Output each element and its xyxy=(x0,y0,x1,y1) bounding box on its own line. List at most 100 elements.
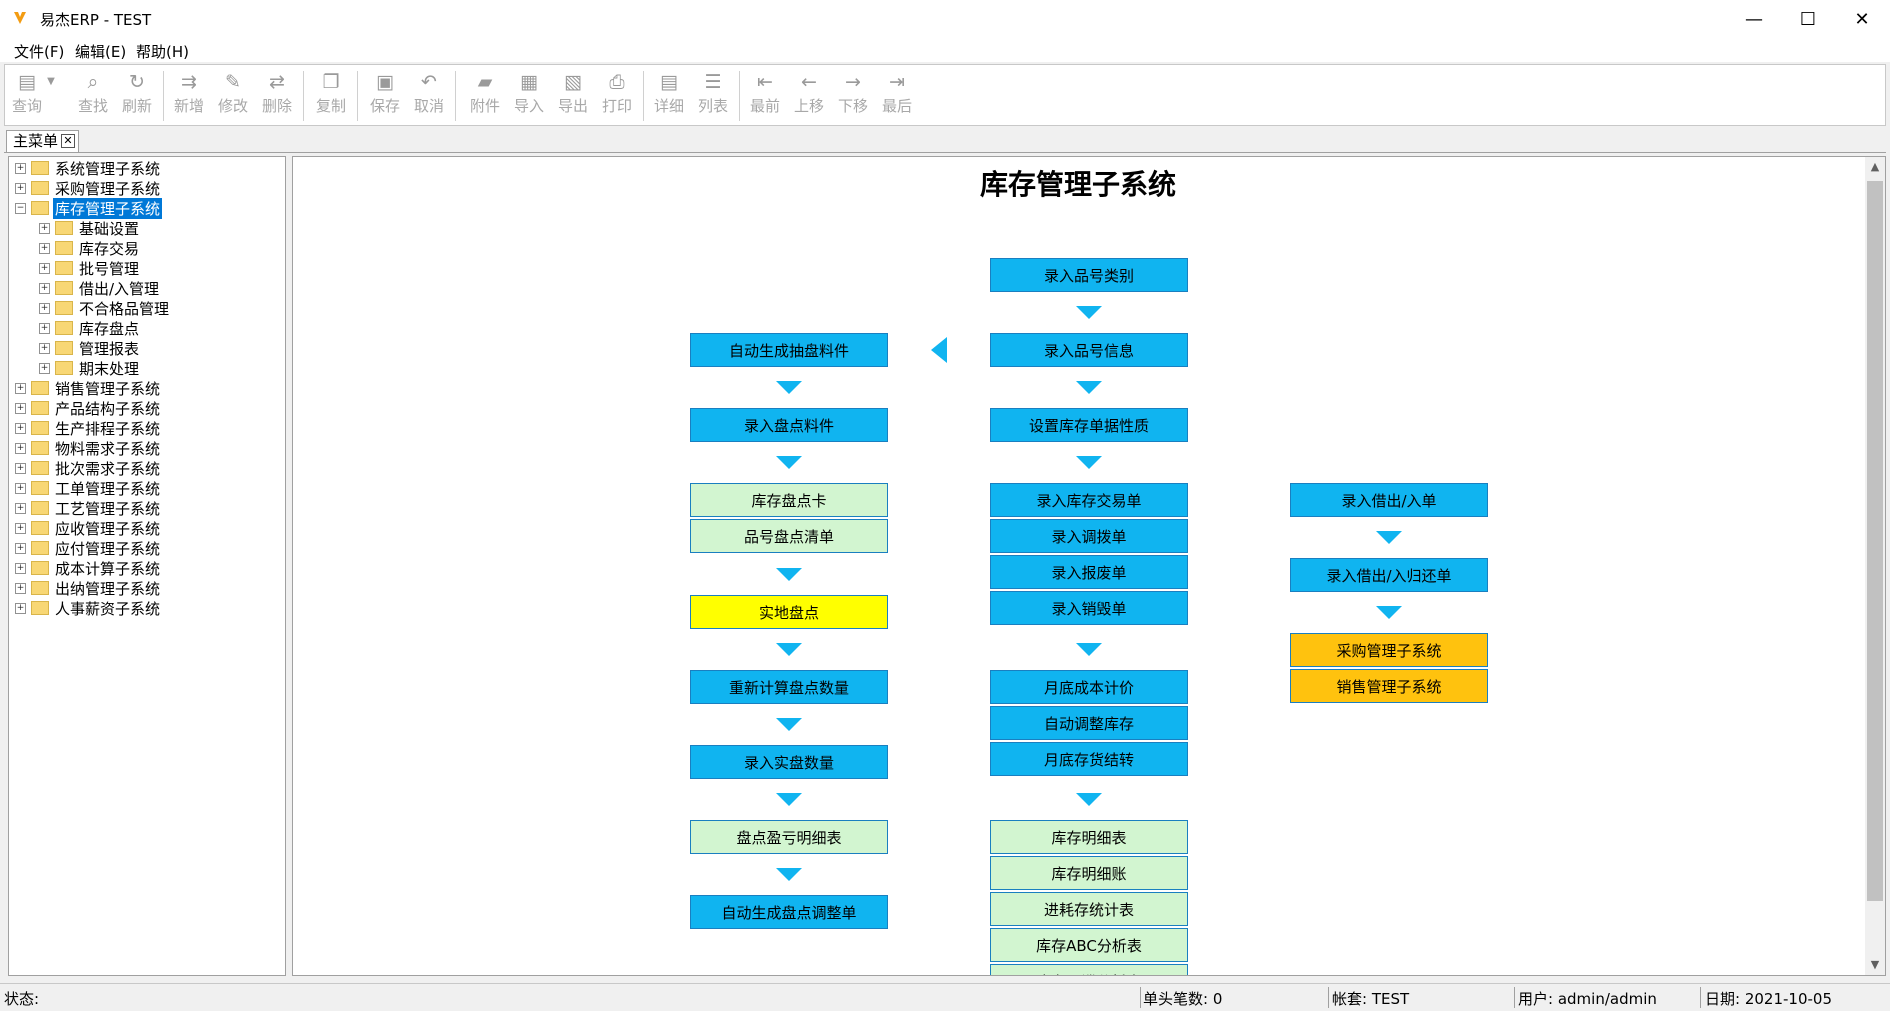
scroll-thumb[interactable] xyxy=(1867,181,1883,901)
flow-box-destroy[interactable]: 录入销毁单 xyxy=(990,591,1188,625)
tree-child-node[interactable]: +批号管理 xyxy=(39,259,140,278)
expand-icon[interactable]: + xyxy=(15,482,26,494)
flow-box-auto-adjust-inventory[interactable]: 自动调整库存 xyxy=(990,706,1188,740)
flow-box-month-end-carryover[interactable]: 月底存货结转 xyxy=(990,742,1188,776)
list-button[interactable]: ☰列表 xyxy=(693,69,733,123)
flow-box-physical-count[interactable]: 实地盘点 xyxy=(690,595,888,629)
expand-icon[interactable]: + xyxy=(39,242,50,254)
flow-box-item-info[interactable]: 录入品号信息 xyxy=(990,333,1188,367)
flow-box-doc-type[interactable]: 设置库存单据性质 xyxy=(990,408,1188,442)
query-dropdown[interactable]: ▼ xyxy=(41,69,61,123)
tree-child-node[interactable]: +借出/入管理 xyxy=(39,279,160,298)
flow-box-auto-adjust-doc[interactable]: 自动生成盘点调整单 xyxy=(690,895,888,929)
flow-box-slow-moving-analysis[interactable]: 库存呆滞分析表 xyxy=(990,964,1188,975)
flow-box-purchase-subsystem[interactable]: 采购管理子系统 xyxy=(1290,633,1488,667)
expand-icon[interactable]: + xyxy=(39,362,50,374)
refresh-button[interactable]: ↻刷新 xyxy=(117,69,157,123)
print-button[interactable]: ⎙打印 xyxy=(597,69,637,123)
tree-node[interactable]: +系统管理子系统 xyxy=(15,159,161,178)
tree-child-node[interactable]: +不合格品管理 xyxy=(39,299,170,318)
menu-file[interactable]: 文件(F) xyxy=(14,43,65,61)
maximize-button[interactable]: ☐ xyxy=(1799,8,1817,30)
import-button[interactable]: ▦导入 xyxy=(509,69,549,123)
scroll-up-icon[interactable]: ▲ xyxy=(1870,160,1880,173)
flow-box-lend-return[interactable]: 录入借出/入归还单 xyxy=(1290,558,1488,592)
attachment-button[interactable]: ▰附件 xyxy=(465,69,505,123)
flow-box-enter-actual-count[interactable]: 录入实盘数量 xyxy=(690,745,888,779)
expand-icon[interactable]: + xyxy=(39,342,50,354)
minimize-button[interactable]: — xyxy=(1745,8,1763,30)
flow-box-inventory-transaction[interactable]: 录入库存交易单 xyxy=(990,483,1188,517)
last-button[interactable]: ⇥最后 xyxy=(877,69,917,123)
menu-edit[interactable]: 编辑(E) xyxy=(75,43,127,61)
tree-child-node[interactable]: +期末处理 xyxy=(39,359,140,378)
expand-icon[interactable]: + xyxy=(15,442,26,454)
flow-box-consumption-stats[interactable]: 进耗存统计表 xyxy=(990,892,1188,926)
tree-node[interactable]: +工艺管理子系统 xyxy=(15,499,161,518)
expand-icon[interactable]: + xyxy=(15,382,26,394)
flow-box-inventory-detail[interactable]: 库存明细表 xyxy=(990,820,1188,854)
flow-box-count-variance-report[interactable]: 盘点盈亏明细表 xyxy=(690,820,888,854)
tree-node[interactable]: +工单管理子系统 xyxy=(15,479,161,498)
menu-help[interactable]: 帮助(H) xyxy=(136,43,189,61)
tree-child-node[interactable]: +管理报表 xyxy=(39,339,140,358)
tree-node[interactable]: +成本计算子系统 xyxy=(15,559,161,578)
tree-node[interactable]: +销售管理子系统 xyxy=(15,379,161,398)
expand-icon[interactable]: + xyxy=(15,542,26,554)
flow-box-count-card[interactable]: 库存盘点卡 xyxy=(690,483,888,517)
add-button[interactable]: ⇉新增 xyxy=(169,69,209,123)
expand-icon[interactable]: + xyxy=(39,282,50,294)
tree-node[interactable]: +生产排程子系统 xyxy=(15,419,161,438)
detail-button[interactable]: ▤详细 xyxy=(649,69,689,123)
query-button[interactable]: ▤查询 xyxy=(7,69,47,123)
collapse-icon[interactable]: − xyxy=(15,202,26,214)
flow-box-lend-borrow[interactable]: 录入借出/入单 xyxy=(1290,483,1488,517)
tree-child-node[interactable]: +基础设置 xyxy=(39,219,140,238)
expand-icon[interactable]: + xyxy=(15,422,26,434)
edit-button[interactable]: ✎修改 xyxy=(213,69,253,123)
flow-box-inventory-ledger[interactable]: 库存明细账 xyxy=(990,856,1188,890)
expand-icon[interactable]: + xyxy=(15,162,26,174)
flow-box-sales-subsystem[interactable]: 销售管理子系统 xyxy=(1290,669,1488,703)
cancel-button[interactable]: ↶取消 xyxy=(409,69,449,123)
expand-icon[interactable]: + xyxy=(15,462,26,474)
tree-node[interactable]: +采购管理子系统 xyxy=(15,179,161,198)
find-button[interactable]: ⌕查找 xyxy=(73,69,113,123)
scroll-down-icon[interactable]: ▼ xyxy=(1870,958,1880,971)
expand-icon[interactable]: + xyxy=(15,522,26,534)
tree-child-node[interactable]: +库存交易 xyxy=(39,239,140,258)
expand-icon[interactable]: + xyxy=(39,322,50,334)
expand-icon[interactable]: + xyxy=(15,182,26,194)
expand-icon[interactable]: + xyxy=(39,262,50,274)
first-button[interactable]: ⇤最前 xyxy=(745,69,785,123)
tree-node[interactable]: +人事薪资子系统 xyxy=(15,599,161,618)
export-button[interactable]: ▧导出 xyxy=(553,69,593,123)
flow-box-transfer[interactable]: 录入调拨单 xyxy=(990,519,1188,553)
flow-box-recalc-count[interactable]: 重新计算盘点数量 xyxy=(690,670,888,704)
expand-icon[interactable]: + xyxy=(39,302,50,314)
tree-node[interactable]: +批次需求子系统 xyxy=(15,459,161,478)
flow-box-month-end-costing[interactable]: 月底成本计价 xyxy=(990,670,1188,704)
tree-child-node[interactable]: +库存盘点 xyxy=(39,319,140,338)
close-icon[interactable]: ✕ xyxy=(61,134,76,148)
delete-button[interactable]: ⇄删除 xyxy=(257,69,297,123)
flow-box-enter-count-items[interactable]: 录入盘点料件 xyxy=(690,408,888,442)
expand-icon[interactable]: + xyxy=(15,562,26,574)
flow-box-auto-sample[interactable]: 自动生成抽盘料件 xyxy=(690,333,888,367)
copy-button[interactable]: ❐复制 xyxy=(311,69,351,123)
save-button[interactable]: ▣保存 xyxy=(365,69,405,123)
expand-icon[interactable]: + xyxy=(15,582,26,594)
tree-node[interactable]: +物料需求子系统 xyxy=(15,439,161,458)
vertical-scrollbar[interactable]: ▲ ▼ xyxy=(1865,157,1885,975)
tree-node[interactable]: +应付管理子系统 xyxy=(15,539,161,558)
tab-main-menu[interactable]: 主菜单 ✕ xyxy=(6,130,80,152)
flow-box-scrap[interactable]: 录入报废单 xyxy=(990,555,1188,589)
flow-box-item-category[interactable]: 录入品号类别 xyxy=(990,258,1188,292)
close-button[interactable]: ✕ xyxy=(1854,8,1870,30)
expand-icon[interactable]: + xyxy=(15,402,26,414)
expand-icon[interactable]: + xyxy=(15,602,26,614)
tree-node-selected[interactable]: −库存管理子系统 xyxy=(15,197,163,219)
tree-node[interactable]: +应收管理子系统 xyxy=(15,519,161,538)
expand-icon[interactable]: + xyxy=(15,502,26,514)
flow-box-item-count-list[interactable]: 品号盘点清单 xyxy=(690,519,888,553)
